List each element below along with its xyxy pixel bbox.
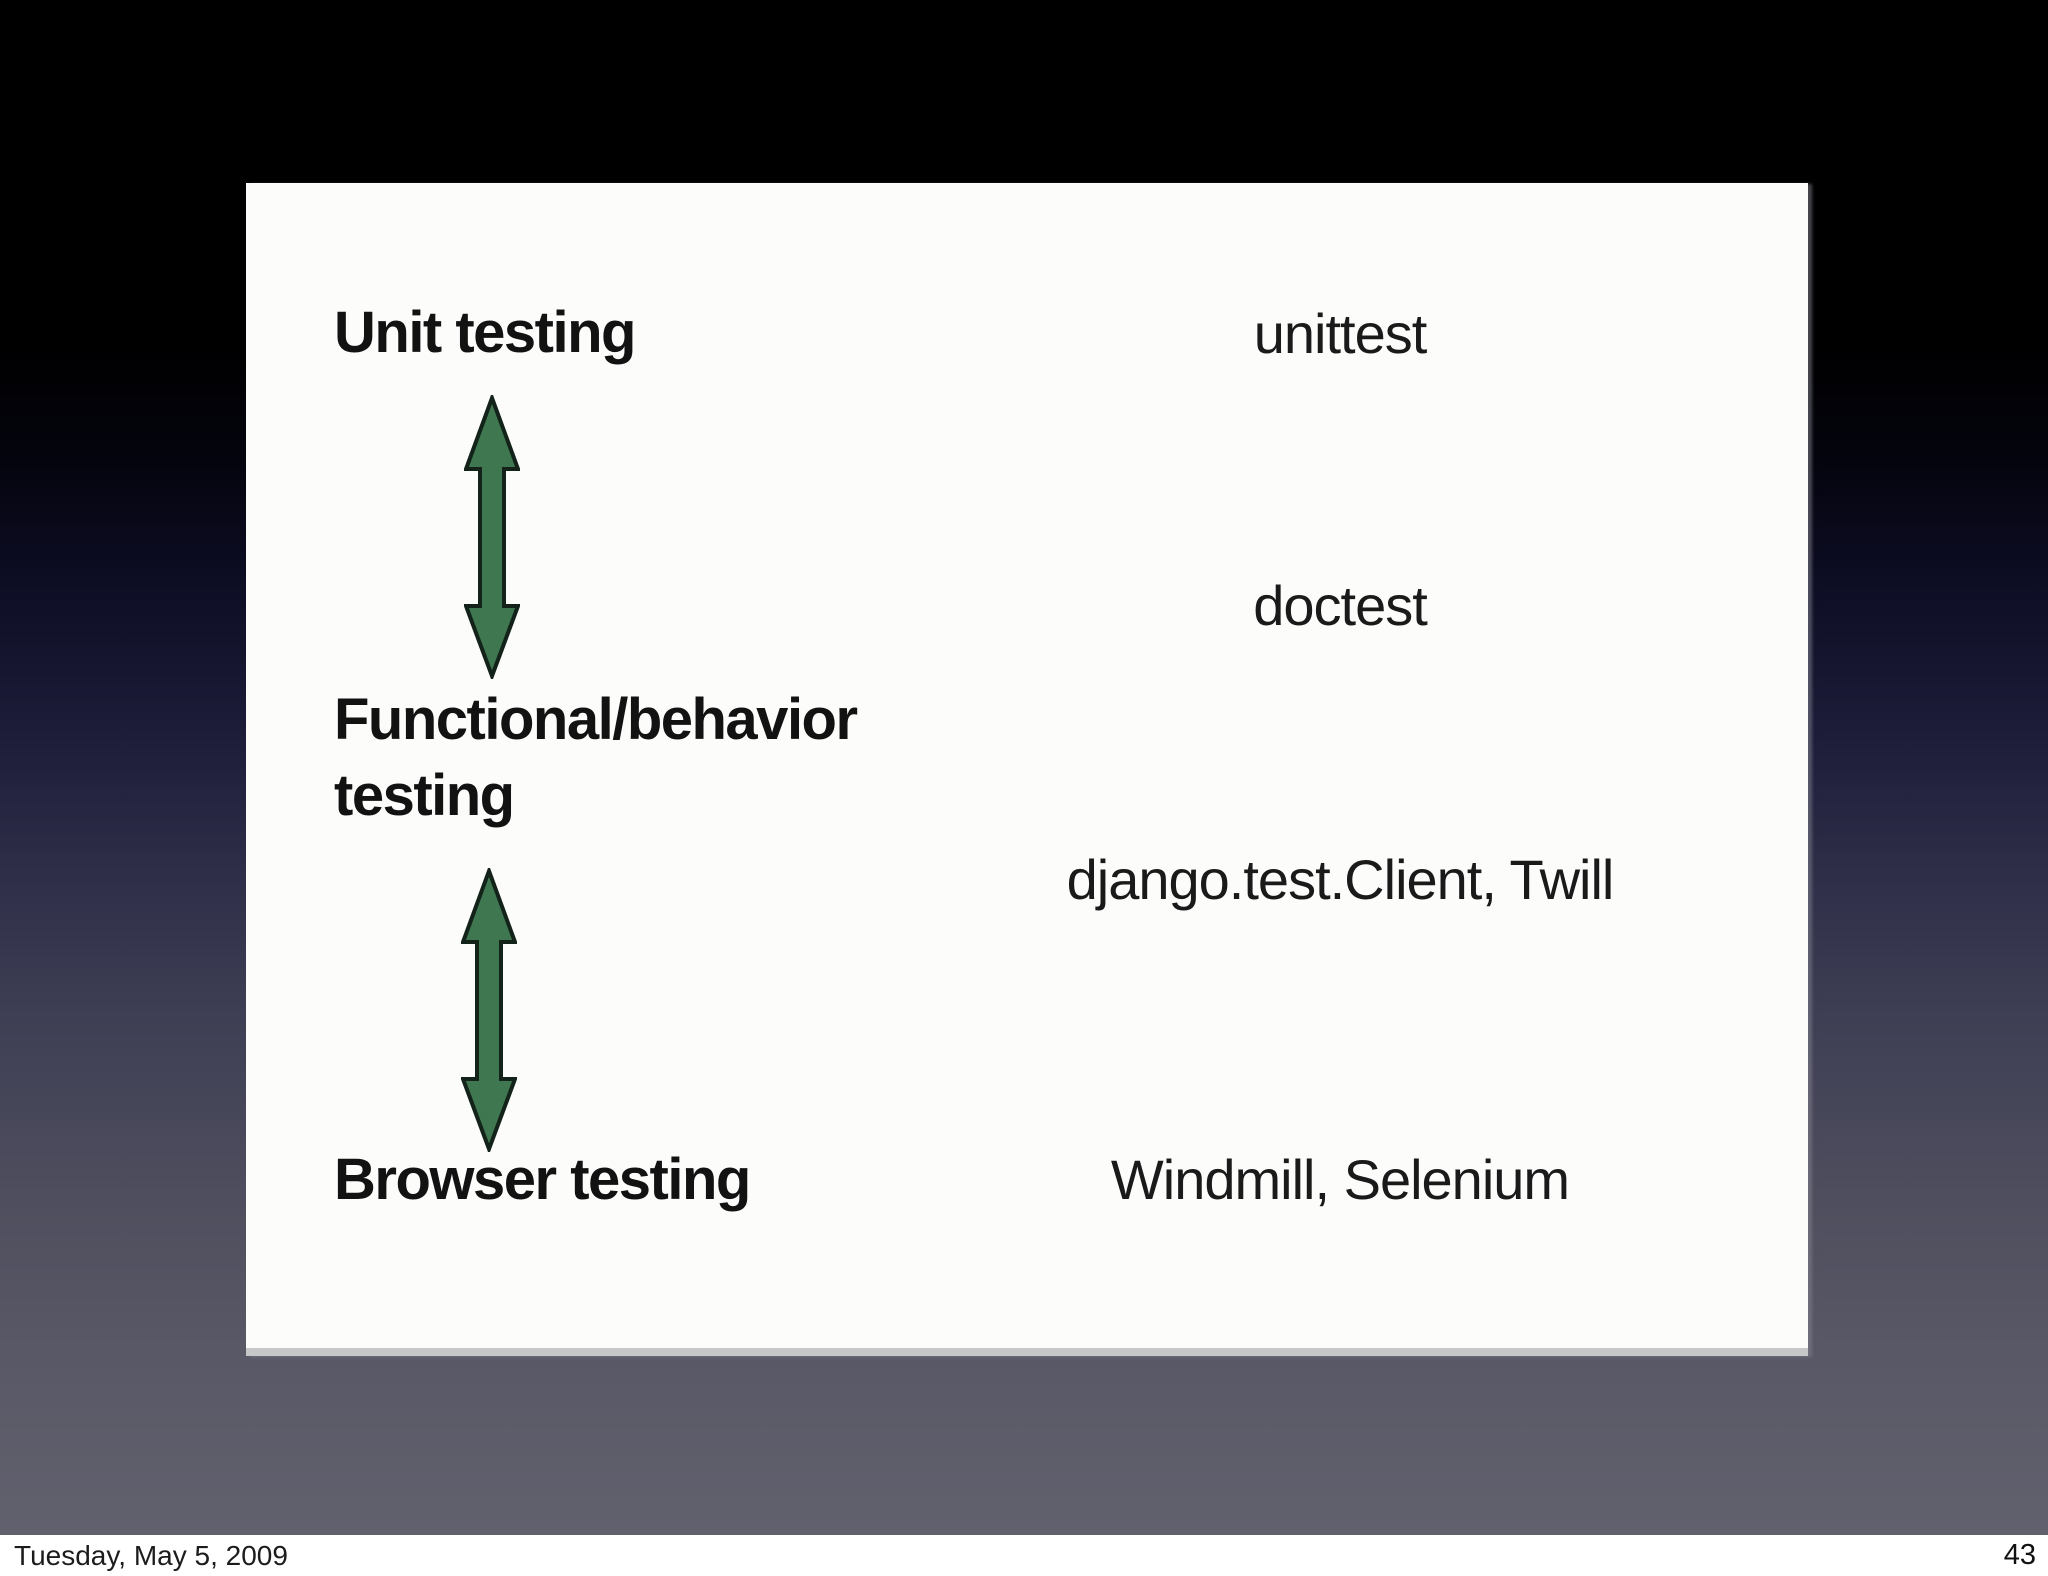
unit-testing-label: Unit testing xyxy=(334,300,636,365)
up-down-arrow-shape xyxy=(461,868,517,1152)
slide-background: Unit testing Functional/behavior testing… xyxy=(0,0,2048,1535)
slide-card: Unit testing Functional/behavior testing… xyxy=(246,183,1808,1356)
browser-testing-label: Browser testing xyxy=(334,1147,751,1212)
unittest-tool-label: unittest xyxy=(1253,302,1428,365)
footer-date: Tuesday, May 5, 2009 xyxy=(14,1539,288,1571)
up-down-arrow-icon xyxy=(461,868,517,1152)
up-down-arrow-icon xyxy=(464,395,520,679)
windmill-selenium-tool-label: Windmill, Selenium xyxy=(1110,1148,1570,1211)
tools-column: unittest doctest django.test.Client, Twi… xyxy=(990,183,1690,1348)
up-down-arrow-shape xyxy=(464,395,520,679)
django-test-client-twill-tool-label: django.test.Client, Twill xyxy=(1066,848,1615,911)
presentation-footer: Tuesday, May 5, 2009 43 xyxy=(0,1535,2048,1576)
doctest-tool-label: doctest xyxy=(1253,574,1428,637)
slide-number: 43 xyxy=(2003,1539,2036,1571)
functional-behavior-testing-label: Functional/behavior testing xyxy=(334,687,858,828)
